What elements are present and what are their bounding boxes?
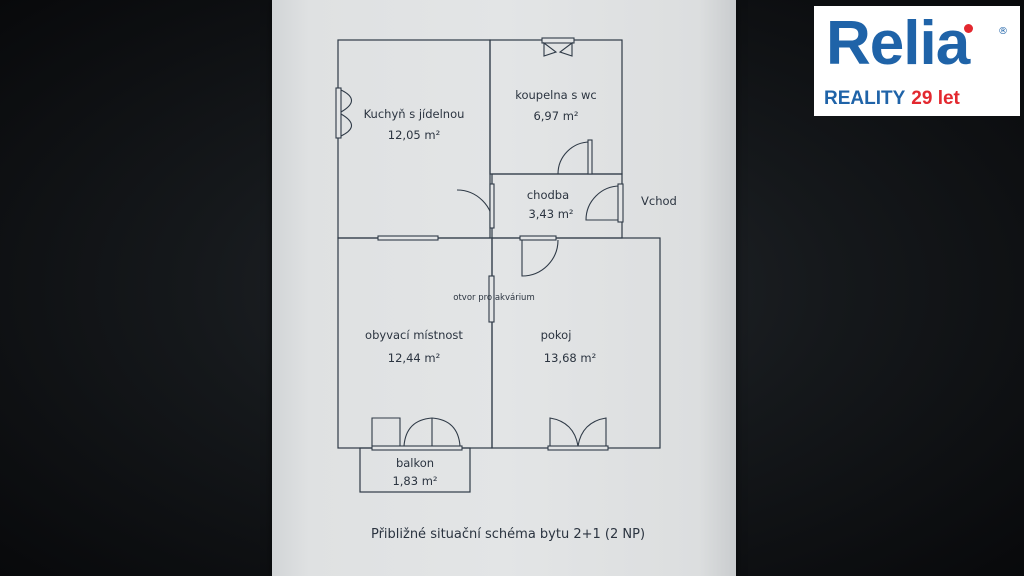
- entrance-label: Vchod: [641, 194, 677, 208]
- kitchen-area: 12,05 m²: [388, 128, 440, 142]
- bathroom-label: koupelna s wc: [515, 88, 597, 102]
- floor-plan-drawing: Kuchyň s jídelnou 12,05 m² koupelna s wc…: [335, 37, 677, 542]
- room-balcony-door: [547, 417, 609, 451]
- kitchen-door: [456, 183, 495, 229]
- bathroom-window: [541, 37, 575, 57]
- room-area: 13,68 m²: [544, 351, 596, 365]
- registered-mark: ®: [998, 26, 1008, 37]
- logo-reality: REALITY: [824, 88, 906, 109]
- room-label: pokoj: [541, 328, 572, 342]
- logo-red-dot-icon: [964, 24, 973, 33]
- plan-caption: Přibližné situační schéma bytu 2+1 (2 NP…: [371, 527, 645, 542]
- logo-years: 29 let: [911, 88, 960, 109]
- living-room-area: 12,44 m²: [388, 351, 440, 365]
- hallway-walls: [491, 173, 623, 239]
- aquarium-opening: [488, 275, 495, 323]
- kitchen-label: Kuchyň s jídelnou: [364, 107, 465, 121]
- living-room-walls: [337, 237, 493, 449]
- balcony-area: 1,83 m²: [392, 474, 437, 488]
- entrance-door: [585, 183, 624, 223]
- balcony-label: balkon: [396, 456, 434, 470]
- floor-plan-sheet: Kuchyň s jídelnou 12,05 m² koupelna s wc…: [272, 0, 736, 576]
- room-door: [519, 235, 559, 277]
- bathroom-door: [557, 139, 593, 175]
- living-room-label: obyvací místnost: [365, 328, 463, 342]
- logo-wordmark: Relia: [826, 9, 970, 78]
- bathroom-walls: [489, 39, 623, 175]
- hallway-label: chodba: [527, 188, 569, 202]
- hallway-area: 3,43 m²: [528, 207, 573, 221]
- kitchen-window: [335, 87, 353, 139]
- living-room-balcony-door: [371, 417, 463, 451]
- room-walls: [491, 237, 661, 449]
- sliding-door: [377, 235, 439, 241]
- bathroom-area: 6,97 m²: [533, 109, 578, 123]
- aquarium-note: otvor pro akvárium: [453, 293, 534, 303]
